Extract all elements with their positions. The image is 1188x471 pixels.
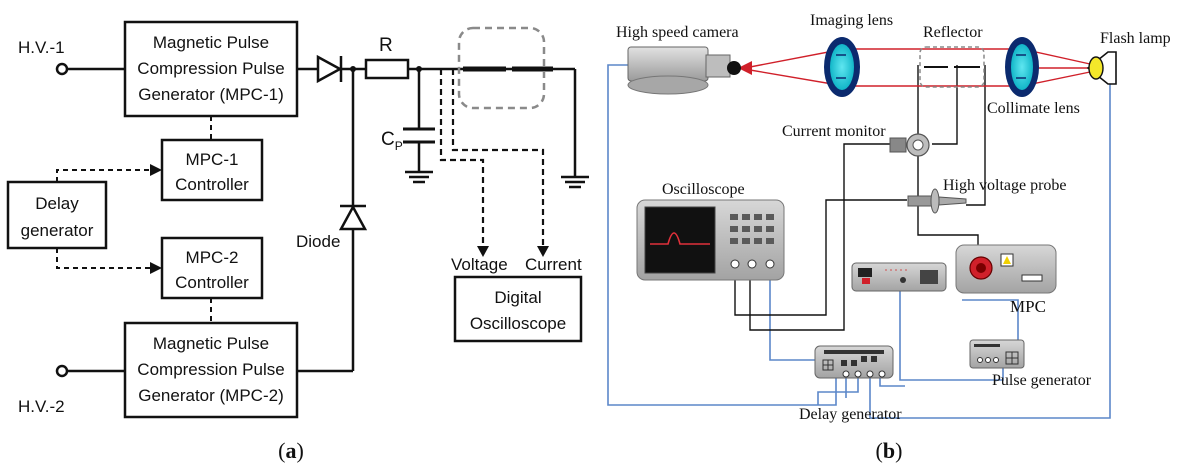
mpc2-line-3: Generator (MPC-2) bbox=[138, 386, 283, 405]
collimate-lens-label: Collimate lens bbox=[987, 100, 1080, 117]
ctrl2-line-2: Controller bbox=[175, 273, 249, 292]
reflector-label: Reflector bbox=[923, 24, 983, 41]
mpc2-line-1: Magnetic Pulse bbox=[153, 334, 269, 353]
hv-probe-label: High voltage probe bbox=[943, 177, 1067, 194]
mpc1-generator-box: Magnetic Pulse Compression Pulse Generat… bbox=[123, 20, 299, 118]
pulse-generator-label: Pulse generator bbox=[992, 372, 1092, 389]
mpc1-line-1: Magnetic Pulse bbox=[153, 33, 269, 52]
mpc-label: MPC bbox=[1010, 297, 1046, 316]
high-speed-camera: High speed camera bbox=[616, 24, 741, 95]
mpc1-line-2: Compression Pulse bbox=[137, 59, 284, 78]
digital-oscilloscope-line-1: Digital bbox=[494, 288, 541, 307]
reflector: Reflector bbox=[919, 24, 985, 88]
panel-b-setup: High speed camera Imaging lens Reflector… bbox=[607, 12, 1171, 463]
delay-line-1: Delay bbox=[35, 194, 79, 213]
ctrl2-line-1: MPC-2 bbox=[186, 248, 239, 267]
mpc-unit: MPC bbox=[955, 244, 1057, 316]
panel-a-circuit: H.V.-1 Magnetic Pulse Compression Pulse … bbox=[6, 20, 589, 463]
voltage-label: Voltage bbox=[451, 255, 508, 274]
flash-lamp-label: Flash lamp bbox=[1100, 30, 1171, 47]
collimate-lens: Collimate lens bbox=[987, 37, 1080, 117]
delay-line-2: generator bbox=[21, 221, 94, 240]
ctrl1-line-2: Controller bbox=[175, 175, 249, 194]
mpc-control-unit bbox=[851, 262, 947, 292]
hv2-terminal: H.V.-2 bbox=[18, 364, 125, 416]
capacitor-cp: CP bbox=[381, 69, 435, 184]
shunt-diode: Diode bbox=[296, 69, 368, 373]
camera-label: High speed camera bbox=[616, 24, 739, 41]
caption-b: (b) bbox=[876, 438, 903, 463]
mpc2-line-2: Compression Pulse bbox=[137, 360, 284, 379]
delay-trigger-lines bbox=[56, 169, 152, 269]
mpc1-line-3: Generator (MPC-1) bbox=[138, 85, 283, 104]
mpc2-controller-box: MPC-2 Controller bbox=[160, 236, 264, 300]
mpc1-controller-box: MPC-1 Controller bbox=[160, 138, 264, 202]
probe-dashed-leads bbox=[439, 69, 545, 250]
oscilloscope-label: Oscilloscope bbox=[662, 181, 745, 198]
imaging-lens-label: Imaging lens bbox=[810, 12, 893, 29]
mpc2-generator-box: Magnetic Pulse Compression Pulse Generat… bbox=[123, 321, 299, 419]
hv1-terminal: H.V.-1 bbox=[18, 38, 125, 76]
oscilloscope-device: Oscilloscope bbox=[636, 181, 785, 281]
delay-generator-label: Delay generator bbox=[799, 406, 902, 423]
current-label: Current bbox=[525, 255, 582, 274]
load-chamber-dashed bbox=[457, 26, 546, 110]
imaging-lens: Imaging lens bbox=[810, 12, 893, 97]
current-monitor: Current monitor bbox=[782, 123, 930, 157]
diode-label: Diode bbox=[296, 232, 340, 251]
current-monitor-label: Current monitor bbox=[782, 123, 886, 140]
blue-trigger-cables bbox=[607, 64, 1111, 419]
right-ground bbox=[561, 69, 589, 189]
resistor-label: R bbox=[379, 35, 393, 56]
series-diode bbox=[316, 54, 366, 84]
delay-generator-box: Delay generator bbox=[6, 180, 108, 250]
digital-oscilloscope-line-2: Oscilloscope bbox=[470, 314, 566, 333]
ctrl1-line-1: MPC-1 bbox=[186, 150, 239, 169]
flash-lamp: Flash lamp bbox=[1086, 30, 1171, 85]
high-voltage-probe: High voltage probe bbox=[907, 177, 1067, 214]
capacitor-label: CP bbox=[381, 129, 403, 153]
caption-a: (a) bbox=[278, 438, 304, 463]
hv2-label: H.V.-2 bbox=[18, 397, 65, 416]
pulse-generator-device: Pulse generator bbox=[969, 339, 1092, 389]
delay-generator-device: Delay generator bbox=[799, 345, 902, 423]
hv1-label: H.V.-1 bbox=[18, 38, 65, 57]
digital-oscilloscope-box: Digital Oscilloscope bbox=[453, 275, 583, 343]
light-beams bbox=[749, 48, 1092, 87]
